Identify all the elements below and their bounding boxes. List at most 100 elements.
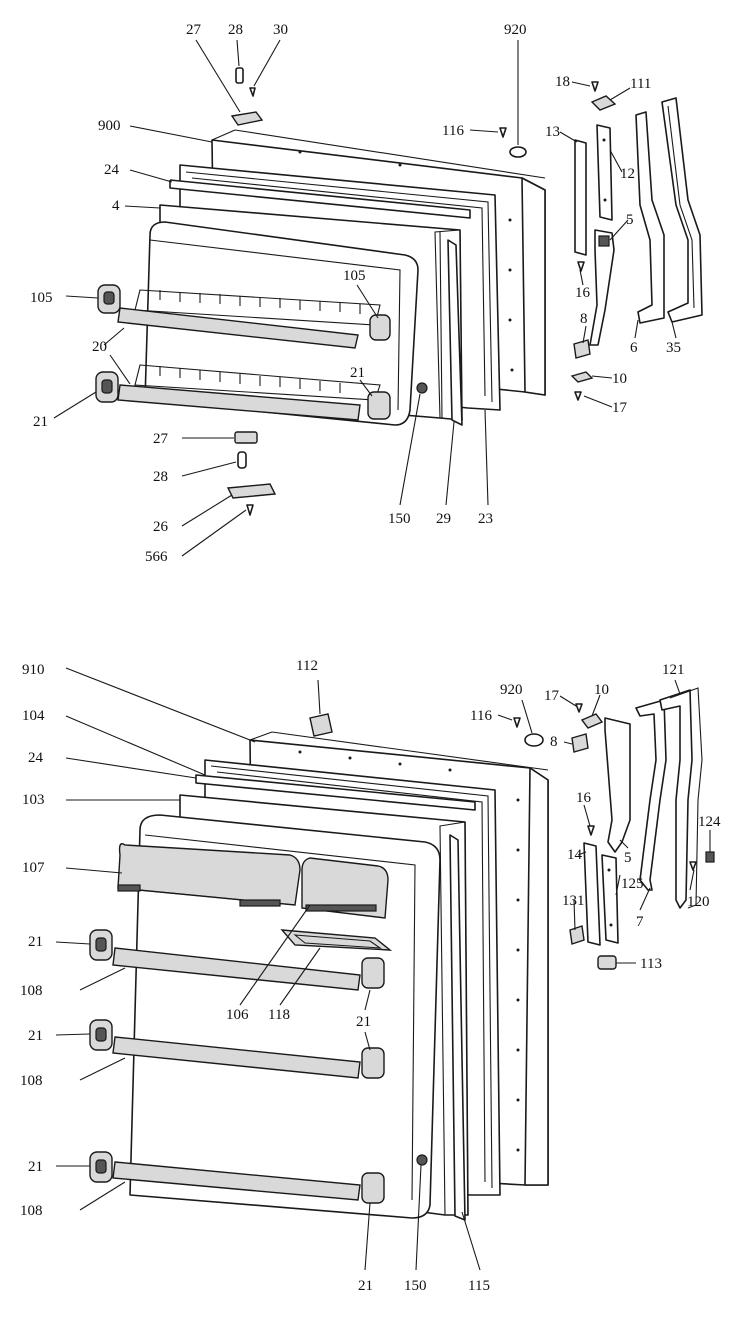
freezer-handle-hardware <box>570 81 703 401</box>
fresh-food-callout-labels: 112 910 920 121 17 10 116 104 8 24 103 1… <box>20 658 721 1294</box>
fresh-food-handle-cap-113 <box>597 955 617 970</box>
callout-17: 17 <box>612 400 628 416</box>
callout-108-top: 108 <box>20 983 43 999</box>
fresh-food-screw-17 <box>575 703 583 713</box>
callout-35: 35 <box>666 340 681 356</box>
callout-105-left: 105 <box>30 290 53 306</box>
callout-24: 24 <box>28 750 44 766</box>
callout-5: 5 <box>624 850 632 866</box>
fresh-food-breaker-strip <box>195 774 476 811</box>
callout-21-top-left: 21 <box>28 934 43 950</box>
callout-21-right: 21 <box>350 365 365 381</box>
freezer-lower-shelf-ribs <box>159 366 341 393</box>
freezer-bottom-hinge-bracket <box>234 431 258 444</box>
callout-108-middle: 108 <box>20 1073 43 1089</box>
callout-28: 28 <box>228 22 243 38</box>
callout-30: 30 <box>273 22 288 38</box>
callout-8: 8 <box>580 311 588 327</box>
freezer-handle-6 <box>635 111 665 324</box>
callout-10: 10 <box>594 682 609 698</box>
callout-111: 111 <box>630 76 651 92</box>
callout-6: 6 <box>630 340 638 356</box>
callout-4: 4 <box>112 198 120 214</box>
callout-28-bottom: 28 <box>153 469 168 485</box>
fresh-food-handle-bar-125 <box>601 854 619 944</box>
freezer-door-stop-pin <box>416 382 428 394</box>
freezer-handle-bracket-5 <box>589 229 615 346</box>
callout-150: 150 <box>388 511 411 527</box>
callout-14: 14 <box>567 847 583 863</box>
freezer-handle-trim-13 <box>574 139 587 256</box>
freezer-hinge-plate <box>226 483 277 499</box>
callout-26: 26 <box>153 519 169 535</box>
callout-27-bottom: 27 <box>153 431 169 447</box>
callout-12: 12 <box>620 166 635 182</box>
freezer-right-end-cap-lower <box>367 391 391 420</box>
callout-920: 920 <box>500 682 523 698</box>
callout-112: 112 <box>296 658 318 674</box>
freezer-screw-116 <box>499 127 507 138</box>
fresh-food-handle-trim-14 <box>583 842 601 946</box>
dairy-compartment-door <box>117 843 301 907</box>
fresh-food-right-end-cap-middle <box>361 1047 385 1079</box>
fresh-food-handle-hardware <box>569 687 715 970</box>
callout-120: 120 <box>687 894 710 910</box>
callout-106: 106 <box>226 1007 249 1023</box>
callout-24: 24 <box>104 162 120 178</box>
fresh-food-left-end-cap-bottom <box>89 1151 113 1183</box>
fresh-food-plug-button <box>524 733 544 747</box>
callout-10: 10 <box>612 371 627 387</box>
fresh-food-right-end-cap-bottom <box>361 1172 385 1204</box>
callout-107: 107 <box>22 860 45 876</box>
freezer-right-end-cap-upper <box>369 314 391 341</box>
freezer-handle-clip-10 <box>570 371 594 383</box>
fresh-food-door-assembly: 112 910 920 121 17 10 116 104 8 24 103 1… <box>20 658 721 1294</box>
callout-116: 116 <box>470 708 492 724</box>
freezer-handle-end-8 <box>573 339 591 359</box>
freezer-screw-17 <box>574 391 582 401</box>
freezer-callout-labels: 27 28 30 920 900 116 18 111 24 13 12 4 5… <box>30 22 681 565</box>
freezer-top-hinge-pin <box>235 67 244 84</box>
freezer-hinge-plate-screw <box>246 504 254 516</box>
callout-131: 131 <box>562 893 585 909</box>
callout-900: 900 <box>98 118 121 134</box>
callout-150: 150 <box>404 1278 427 1294</box>
callout-21-bottom-left: 21 <box>28 1159 43 1175</box>
callout-910: 910 <box>22 662 45 678</box>
freezer-upper-shelf-ribs <box>159 290 361 314</box>
callout-125: 125 <box>621 876 644 892</box>
freezer-left-end-cap-21 <box>95 371 119 403</box>
fresh-food-handle-7 <box>635 699 667 891</box>
callout-7: 7 <box>636 914 644 930</box>
fresh-food-hinge-cover <box>309 713 333 737</box>
fresh-food-shelf-rail-middle <box>112 1036 361 1079</box>
callout-118: 118 <box>268 1007 290 1023</box>
fresh-food-handle-bracket-5 <box>604 717 631 853</box>
callout-5: 5 <box>626 212 634 228</box>
callout-20: 20 <box>92 339 107 355</box>
callout-18: 18 <box>555 74 570 90</box>
freezer-leader-lines <box>53 39 677 557</box>
callout-105-right: 105 <box>343 268 366 284</box>
freezer-upper-shelf-rail <box>117 307 359 349</box>
callout-23: 23 <box>478 511 493 527</box>
callout-103: 103 <box>22 792 45 808</box>
fresh-food-handle-insert-124 <box>705 851 715 863</box>
fresh-food-handle-end-8 <box>571 733 589 753</box>
freezer-handle-bar-12 <box>596 124 613 221</box>
freezer-door-assembly: 27 28 30 920 900 116 18 111 24 13 12 4 5… <box>30 22 703 565</box>
freezer-screw-18 <box>591 81 599 92</box>
callout-16: 16 <box>576 790 592 806</box>
callout-13: 13 <box>545 124 560 140</box>
fresh-food-screw-116 <box>513 717 521 728</box>
callout-21-middle-left: 21 <box>28 1028 43 1044</box>
butter-compartment-door <box>301 857 389 919</box>
fresh-food-door-liner <box>112 814 441 1219</box>
fresh-food-handle-121 <box>659 689 693 909</box>
callout-920: 920 <box>504 22 527 38</box>
callout-29: 29 <box>436 511 451 527</box>
freezer-bottom-hinge-pin <box>237 451 247 469</box>
callout-21-bottom-right: 21 <box>358 1278 373 1294</box>
fresh-food-leader-lines <box>55 667 711 1271</box>
